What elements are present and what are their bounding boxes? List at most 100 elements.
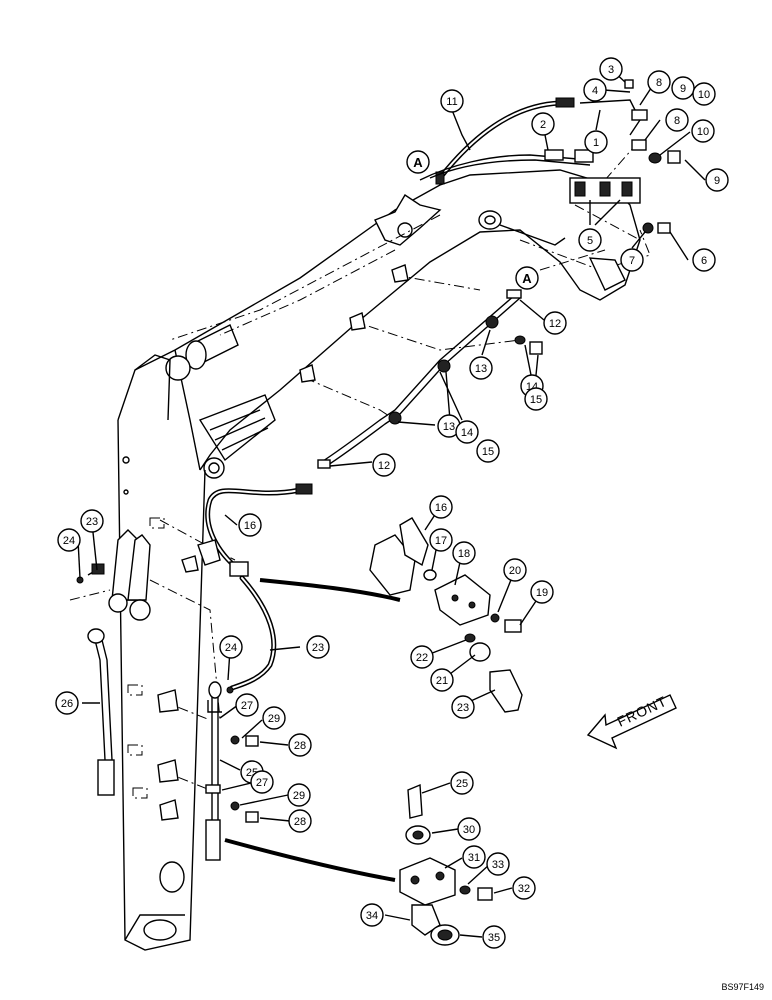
callout-number: 16: [244, 520, 256, 532]
callout-circle: [512, 876, 536, 900]
callout-c28b: 28: [288, 809, 312, 833]
callout-c9b: 9: [705, 168, 729, 192]
callout-c27a: 27: [235, 693, 259, 717]
callout-circle: [452, 541, 476, 565]
callout-number: 12: [378, 460, 390, 472]
callout-c17: 17: [429, 528, 453, 552]
callout-number: 23: [86, 516, 98, 528]
callout-c15b: 15: [476, 439, 500, 463]
callout-number: 34: [366, 910, 378, 922]
callout-c24b: 24: [219, 635, 243, 659]
callout-number: 23: [457, 702, 469, 714]
callout-number: 27: [241, 700, 253, 712]
callout-c18: 18: [452, 541, 476, 565]
callout-circle: [455, 420, 479, 444]
callout-c23a: 23: [80, 509, 104, 533]
callout-c16b: 16: [429, 495, 453, 519]
callout-c10b: 10: [691, 119, 715, 143]
callout-circle: [410, 645, 434, 669]
callout-circle: [450, 771, 474, 795]
callout-number: 19: [536, 587, 548, 599]
callout-circle: [372, 453, 396, 477]
callout-number: 17: [435, 535, 447, 547]
callout-c4: 4: [583, 78, 607, 102]
hoses: [76, 79, 681, 882]
callout-c12b: 12: [372, 453, 396, 477]
center-lines: [69, 139, 641, 791]
callout-circle: [583, 78, 607, 102]
callout-c23b: 23: [306, 635, 330, 659]
callout-number: 27: [256, 777, 268, 789]
callout-number: 21: [436, 675, 448, 687]
callout-circle: [457, 817, 481, 841]
callout-number: 12: [549, 318, 561, 330]
callout-number: 32: [518, 883, 530, 895]
callout-number: 16: [435, 502, 447, 514]
callout-circle: [360, 903, 384, 927]
callout-circle: [238, 513, 262, 537]
exploded-view-upper: [369, 517, 523, 713]
callout-c12a: 12: [543, 311, 567, 335]
callout-circle: [531, 112, 555, 136]
reference-label-upper: A: [413, 155, 423, 170]
callout-circle: [530, 580, 554, 604]
callout-number: 14: [461, 427, 473, 439]
reference-marker-lower: A: [515, 266, 539, 290]
callout-c21: 21: [430, 668, 454, 692]
callout-c31: 31: [462, 845, 486, 869]
callout-c26: 26: [55, 691, 79, 715]
callout-circle: [80, 509, 104, 533]
callout-c29a: 29: [262, 706, 286, 730]
callout-circle: [55, 691, 79, 715]
callout-number: 13: [475, 363, 487, 375]
callout-circle: [287, 783, 311, 807]
callout-circle: [620, 248, 644, 272]
callout-circle: [262, 706, 286, 730]
exploded-view-lower: [399, 783, 493, 946]
callout-circle: [692, 82, 716, 106]
callout-c14b: 14: [455, 420, 479, 444]
callout-c25b: 25: [450, 771, 474, 795]
callout-circle: [584, 130, 608, 154]
callout-c33: 33: [486, 852, 510, 876]
callout-circle: [462, 845, 486, 869]
callout-number: 8: [656, 77, 662, 89]
callout-number: 8: [674, 115, 680, 127]
callout-number: 15: [530, 394, 542, 406]
callout-c29b: 29: [287, 783, 311, 807]
callout-c27b: 27: [250, 770, 274, 794]
callout-c8a: 8: [647, 70, 671, 94]
callout-number: 10: [697, 126, 709, 138]
callout-c9a: 9: [671, 76, 695, 100]
callout-circle: [219, 635, 243, 659]
callout-number: 26: [61, 698, 73, 710]
callout-c23c: 23: [451, 695, 475, 719]
callout-c22: 22: [410, 645, 434, 669]
front-direction-arrow: FRONT: [586, 693, 677, 750]
callout-circle: [578, 228, 602, 252]
callout-circle: [476, 439, 500, 463]
callout-circle: [288, 733, 312, 757]
callout-number: 22: [416, 652, 428, 664]
callout-bubbles: 1234567889910101112121313141415151616171…: [55, 57, 729, 949]
callout-number: 4: [592, 85, 598, 97]
drawing-code: BS97F149: [721, 982, 764, 992]
callout-circle: [250, 770, 274, 794]
callout-circle: [306, 635, 330, 659]
callout-circle: [57, 528, 81, 552]
callout-number: 24: [63, 535, 75, 547]
callout-number: 35: [488, 932, 500, 944]
callout-c28a: 28: [288, 733, 312, 757]
callout-number: 18: [458, 548, 470, 560]
callout-c15a: 15: [524, 387, 548, 411]
callout-circle: [469, 356, 493, 380]
callout-circle: [451, 695, 475, 719]
callout-c35: 35: [482, 925, 506, 949]
callout-c19: 19: [530, 580, 554, 604]
callout-circle: [647, 70, 671, 94]
callout-number: 6: [701, 255, 707, 267]
callout-number: 29: [268, 713, 280, 725]
reference-label-lower: A: [522, 271, 532, 286]
callout-number: 1: [593, 137, 599, 149]
callout-circle: [524, 387, 548, 411]
